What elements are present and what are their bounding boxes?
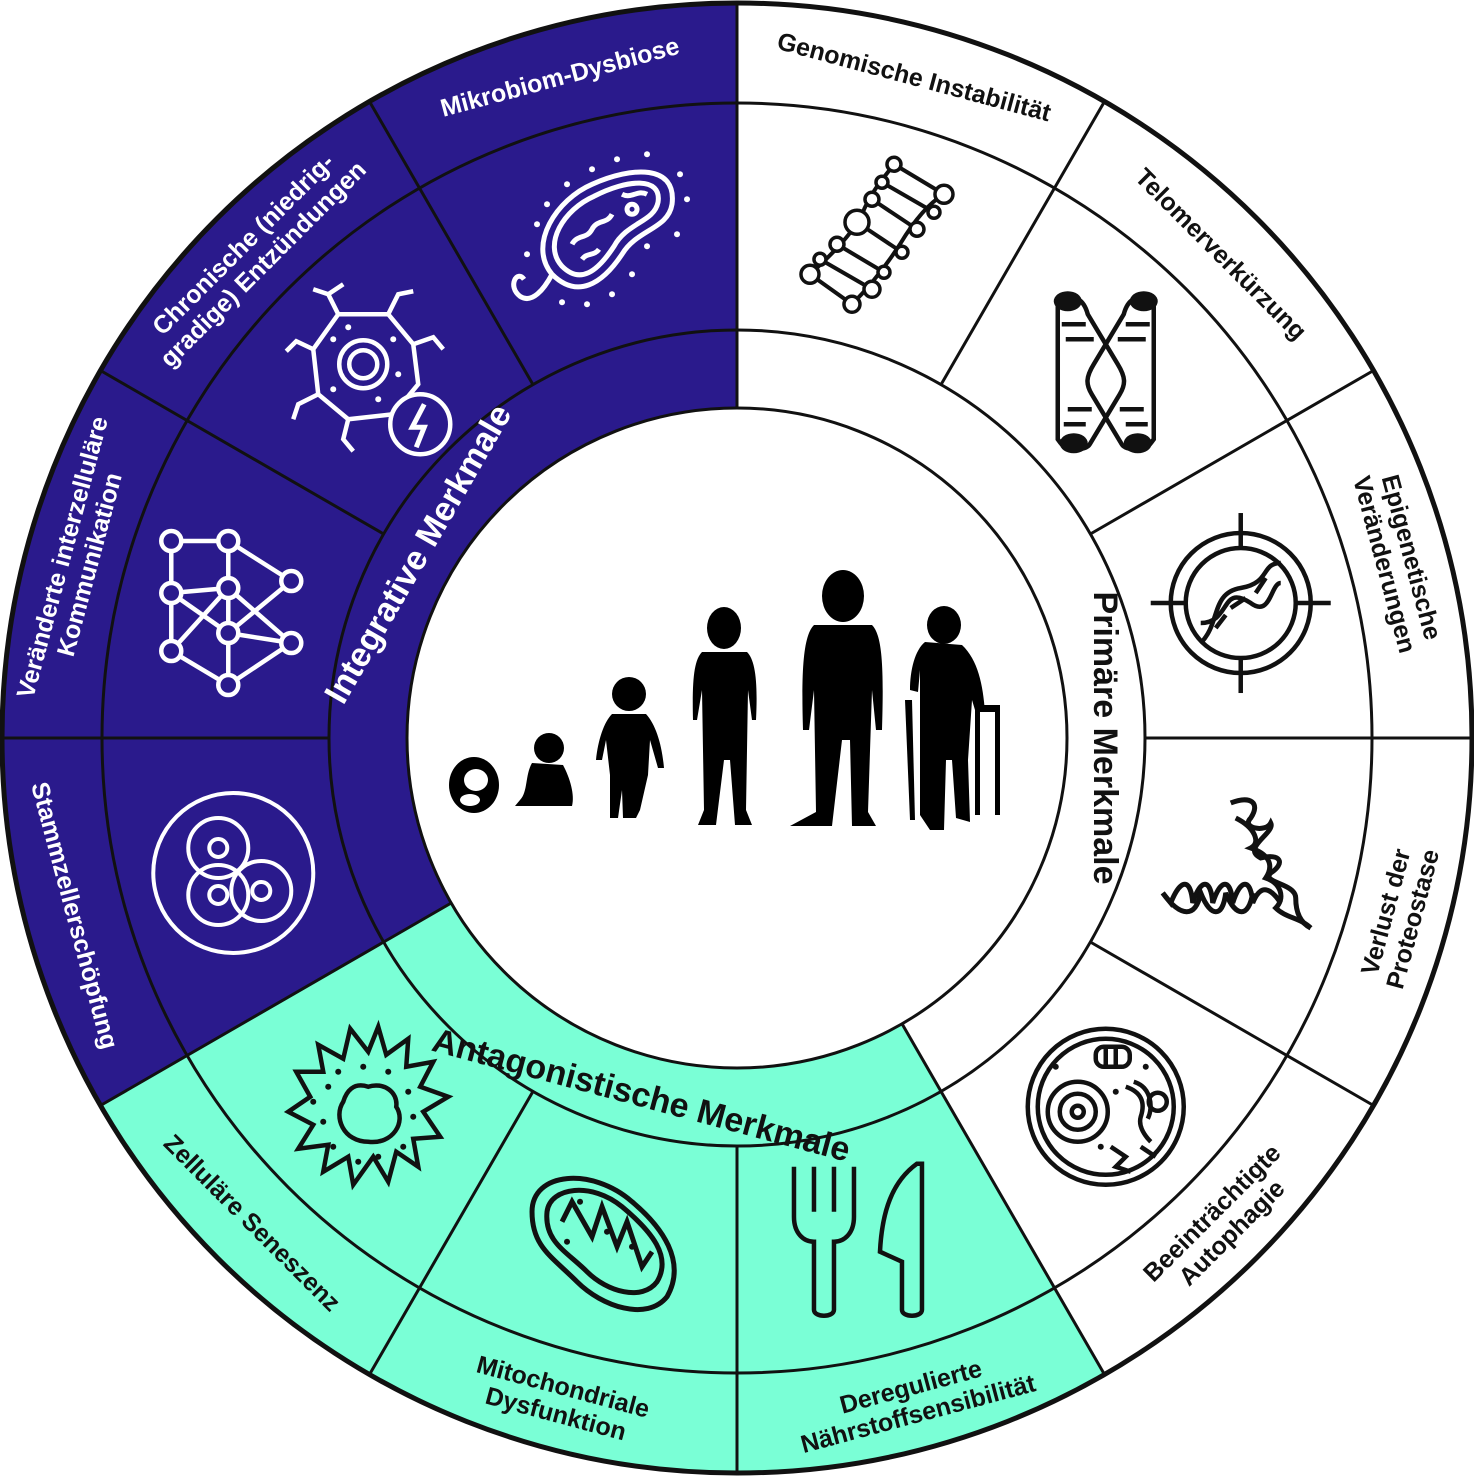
fetus-silhouette — [449, 757, 499, 813]
wheel-rings — [2, 3, 1472, 1473]
group-divider — [900, 1023, 943, 1093]
segment-divider — [1089, 940, 1375, 1107]
segment-divider — [939, 100, 1106, 386]
elderly-with-walker-silhouette — [905, 606, 1000, 830]
toddler-silhouette — [596, 677, 664, 818]
group-ring-primary — [737, 330, 1145, 1092]
segment-divider — [99, 940, 385, 1107]
group-label-primary: Primäre Merkmale — [1086, 592, 1124, 885]
segment-divider — [368, 100, 535, 386]
segment-proteostasis — [1090, 738, 1472, 1106]
segment-mito — [369, 1091, 737, 1473]
adult-silhouette — [790, 570, 883, 826]
segment-divider — [1089, 369, 1375, 536]
segment-telomere — [941, 101, 1374, 535]
baby-silhouette — [515, 733, 573, 806]
human-aging-silhouettes-icon — [449, 570, 1000, 830]
youth-silhouette — [692, 607, 757, 825]
segment-stemcell — [2, 738, 384, 1106]
segment-microbiome — [369, 3, 737, 385]
segment-divider — [99, 369, 385, 536]
segment-senescence — [100, 942, 534, 1375]
segment-divider — [939, 1090, 1106, 1376]
segment-divider — [368, 1090, 535, 1376]
group-ring-integrative — [328, 330, 737, 942]
group-divider — [382, 901, 452, 944]
